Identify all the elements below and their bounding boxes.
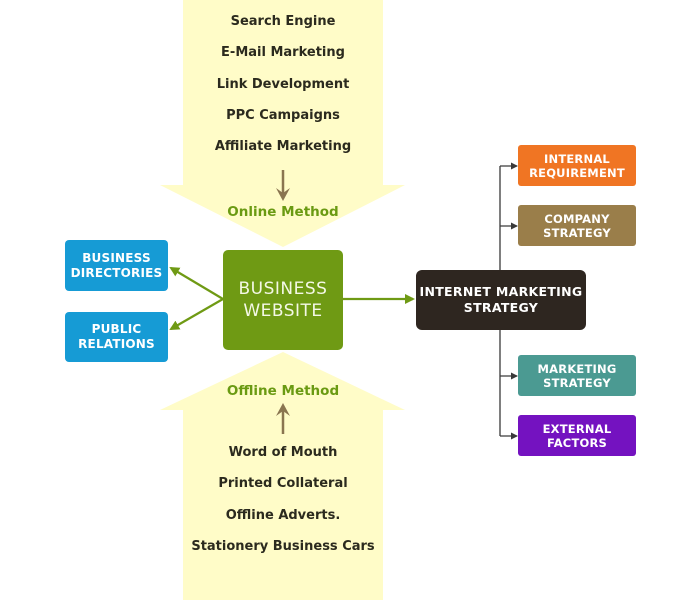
offline-item-stationery-business-cards: Stationery Business Cars [191, 539, 375, 554]
business-website-label-line1: BUSINESS [238, 279, 328, 299]
business-directories-box[interactable]: BUSINESS DIRECTORIES [65, 240, 168, 291]
offline-method-big-arrow [160, 352, 405, 600]
public-relations-label-line2: RELATIONS [78, 337, 155, 351]
public-relations-box[interactable]: PUBLIC RELATIONS [65, 312, 168, 362]
company-strategy-label-line1: COMPANY [544, 211, 610, 226]
internet-marketing-strategy-label-line1: INTERNET MARKETING [419, 284, 583, 299]
external-factors-box[interactable]: EXTERNAL FACTORS [518, 415, 636, 456]
online-item-affiliate-marketing: Affiliate Marketing [214, 139, 352, 154]
internal-requirement-label-line1: INTERNAL [544, 151, 610, 166]
online-item-link-development: Link Development [216, 77, 350, 92]
offline-item-offline-adverts: Offline Adverts. [225, 508, 341, 523]
company-strategy-box[interactable]: COMPANY STRATEGY [518, 205, 636, 246]
offline-up-arrow-icon [276, 403, 290, 434]
internet-marketing-strategy-label-line2: STRATEGY [463, 300, 539, 315]
external-factors-label-line2: FACTORS [546, 435, 608, 450]
offline-method-label: Offline Method [226, 383, 340, 399]
online-method-big-arrow [160, 0, 405, 247]
online-item-ppc-campaigns: PPC Campaigns [226, 108, 340, 123]
business-directories-label-line2: DIRECTORIES [70, 265, 163, 280]
business-website-box[interactable]: BUSINESS WEBSITE [223, 250, 343, 350]
marketing-strategy-label-line2: STRATEGY [543, 375, 611, 390]
external-factors-label-line1: EXTERNAL [542, 421, 612, 436]
company-strategy-label-line2: STRATEGY [543, 225, 611, 240]
offline-item-printed-collateral: Printed Collateral [218, 476, 348, 491]
online-item-search-engine: Search Engine [230, 14, 336, 29]
business-website-label-line2: WEBSITE [243, 301, 323, 321]
public-relations-label-line1: PUBLIC [91, 322, 142, 336]
marketing-strategy-box[interactable]: MARKETING STRATEGY [518, 355, 636, 396]
offline-item-word-of-mouth: Word of Mouth [228, 445, 338, 460]
connector-to-public-relations [169, 298, 224, 330]
business-directories-label-line1: BUSINESS [82, 250, 151, 265]
connector-to-business-directories [169, 266, 224, 300]
online-item-email-marketing: E-Mail Marketing [221, 45, 345, 60]
marketing-strategy-label-line1: MARKETING [537, 361, 617, 376]
online-down-arrow-icon [276, 170, 290, 201]
internal-requirement-box[interactable]: INTERNAL REQUIREMENT [518, 145, 636, 186]
internal-requirement-label-line2: REQUIREMENT [529, 165, 625, 180]
online-method-label: Online Method [227, 204, 339, 220]
internet-marketing-strategy-box[interactable]: INTERNET MARKETING STRATEGY [416, 270, 586, 330]
